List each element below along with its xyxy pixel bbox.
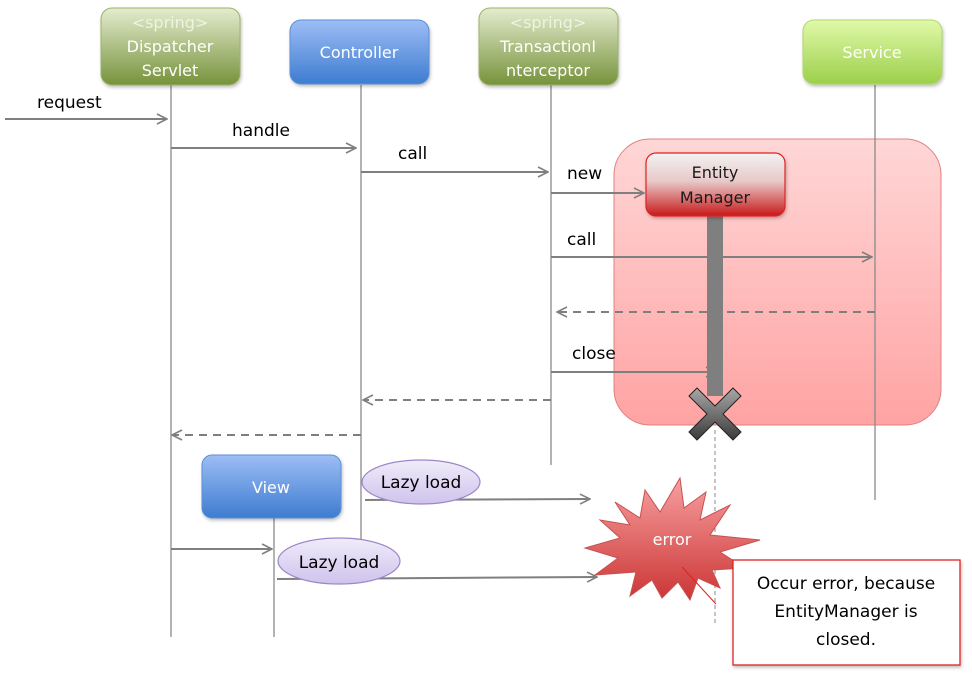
interceptor-label-line2: nterceptor: [506, 61, 590, 80]
call-controller-label: call: [398, 144, 427, 164]
error-note-line1: Occur error, because: [757, 574, 935, 594]
lazy-load-bubble-controller: [361, 459, 481, 505]
dispatcher-stereotype: <spring>: [132, 13, 209, 32]
request-label: request: [37, 93, 102, 113]
note-connector: [681, 566, 717, 605]
interceptor-label-line1: TransactionI: [499, 37, 596, 56]
error-note-line2: EntityManager is: [774, 602, 917, 622]
error-burst-icon: [583, 476, 761, 602]
dispatcher-label-line1: Dispatcher: [127, 37, 214, 56]
participant-service[interactable]: [802, 19, 943, 85]
participant-dispatcher-servlet[interactable]: [100, 7, 241, 86]
error-note: [732, 559, 961, 666]
handle-label: handle: [232, 121, 290, 141]
entity-manager-label-line2: Manager: [680, 188, 751, 207]
participant-entity-manager[interactable]: [645, 152, 786, 217]
participant-transaction-interceptor[interactable]: [478, 7, 619, 86]
destroy-x-icon: [688, 387, 742, 441]
interceptor-stereotype: <spring>: [510, 13, 587, 32]
lazy-load-bubble-view: [277, 537, 401, 585]
controller-label: Controller: [320, 43, 399, 62]
lazy-load-label-1: Lazy load: [381, 473, 462, 493]
participant-controller[interactable]: [289, 19, 430, 85]
entity-manager-label-line1: Entity: [692, 163, 739, 182]
service-label: Service: [842, 43, 901, 62]
call-service-label: call: [567, 230, 596, 250]
dispatcher-label-line2: Servlet: [142, 61, 199, 80]
participant-view[interactable]: [201, 454, 342, 519]
error-note-line3: closed.: [816, 630, 876, 650]
new-label: new: [567, 164, 602, 184]
close-label: close: [572, 344, 616, 364]
lazy-load-label-2: Lazy load: [299, 553, 380, 573]
error-label: error: [653, 530, 692, 549]
view-label: View: [252, 478, 290, 497]
entity-manager-activation: [707, 216, 723, 396]
